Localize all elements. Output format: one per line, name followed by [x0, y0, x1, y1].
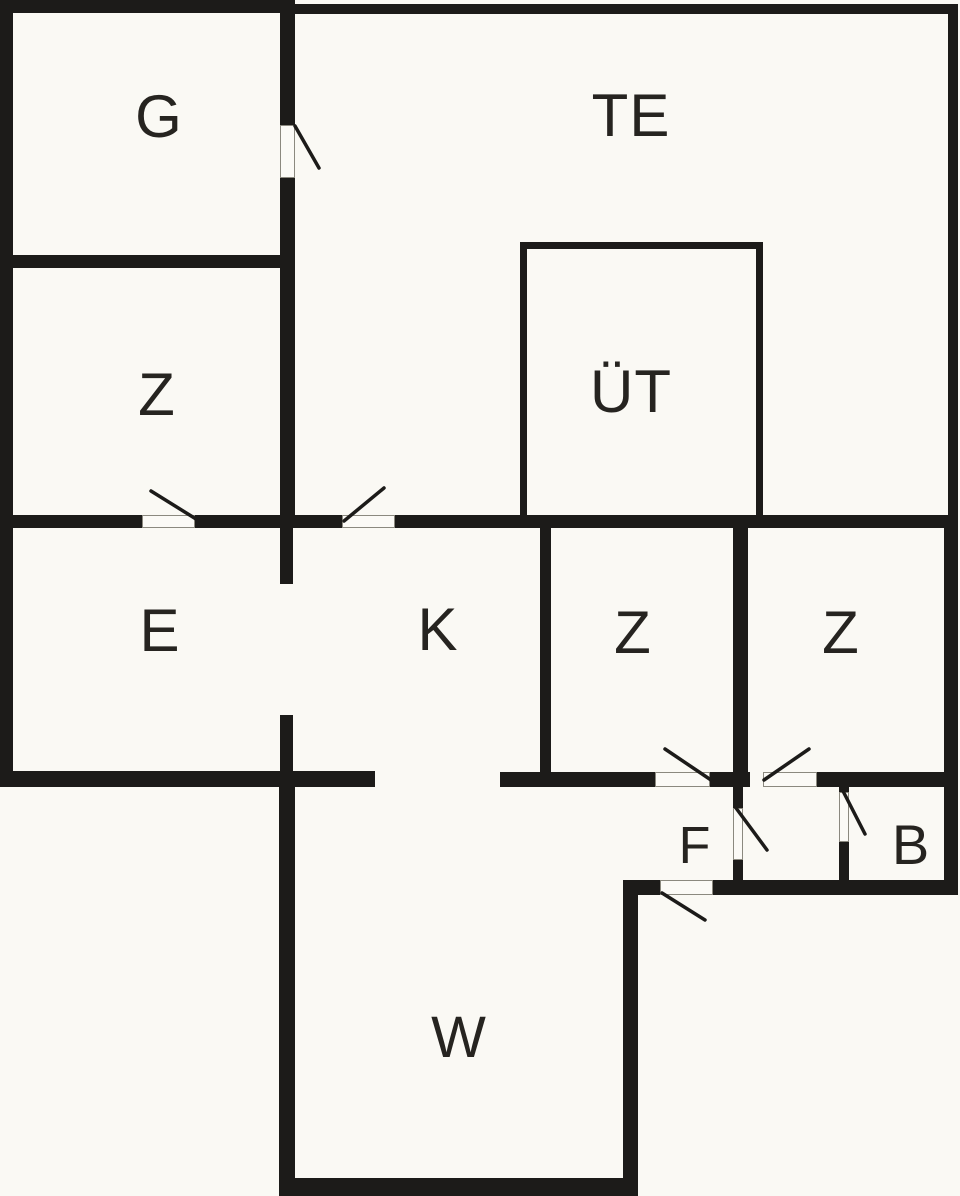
wall-e-k-stub-lower: [280, 715, 293, 772]
wall-left-outer: [0, 0, 13, 787]
wall-z3-bottom: [817, 772, 944, 787]
wall-w-left: [279, 787, 295, 1196]
room-label-f: F: [678, 817, 712, 875]
door-opening-f-vestibule: [733, 808, 743, 860]
room-label-te: TE: [591, 82, 671, 149]
wall-ut-left: [520, 242, 527, 516]
wall-fb-bottom: [713, 880, 958, 895]
door-opening-k: [342, 515, 395, 528]
door-opening-z1: [142, 515, 195, 528]
door-opening-z3: [763, 772, 817, 787]
wall-right-upper: [948, 4, 958, 515]
wall-f-vestibule-lower: [733, 860, 743, 880]
wall-main-seg-b: [195, 515, 342, 528]
room-label-b: B: [891, 813, 931, 876]
door-opening-b: [839, 792, 849, 842]
wall-main-seg-c: [395, 515, 944, 528]
room-label-w: W: [431, 1005, 487, 1070]
wall-g-z-divider: [13, 255, 280, 268]
room-label-z3: Z: [822, 599, 860, 666]
door-opening-g: [280, 125, 295, 178]
wall-main-seg-a: [0, 515, 142, 528]
room-label-z1: Z: [138, 361, 176, 428]
wall-ut-right: [756, 242, 763, 516]
wall-top-te: [280, 4, 958, 14]
wall-g-te-divider-lower: [280, 178, 295, 515]
wall-entrance-left-seg: [623, 880, 660, 895]
wall-k-z-divider: [540, 528, 551, 773]
door-swing-entrance: [660, 891, 707, 922]
wall-right-lower: [944, 515, 958, 895]
wall-e-bottom: [0, 771, 375, 787]
wall-g-te-divider-upper: [280, 0, 295, 125]
door-opening-z2: [655, 772, 710, 787]
wall-e-k-stub-upper: [280, 528, 293, 584]
wall-w-right: [623, 895, 638, 1196]
room-label-ut: ÜT: [590, 358, 672, 425]
wall-z-z-divider: [733, 528, 748, 773]
wall-f-vestibule-upper: [733, 787, 743, 808]
wall-w-bottom: [279, 1178, 638, 1196]
wall-k-bottom-right: [710, 772, 750, 787]
door-swing-g: [293, 124, 321, 170]
door-opening-entrance: [660, 880, 713, 895]
room-label-k: K: [417, 596, 459, 663]
wall-b-divider-nub: [839, 783, 849, 792]
wall-b-divider-lower: [839, 842, 849, 880]
room-label-e: E: [139, 597, 181, 664]
wall-top-g: [0, 0, 295, 13]
room-label-g: G: [135, 83, 183, 150]
wall-k-z-divider-foot: [502, 772, 580, 787]
wall-ut-top: [520, 242, 763, 249]
room-label-z2: Z: [614, 599, 652, 666]
